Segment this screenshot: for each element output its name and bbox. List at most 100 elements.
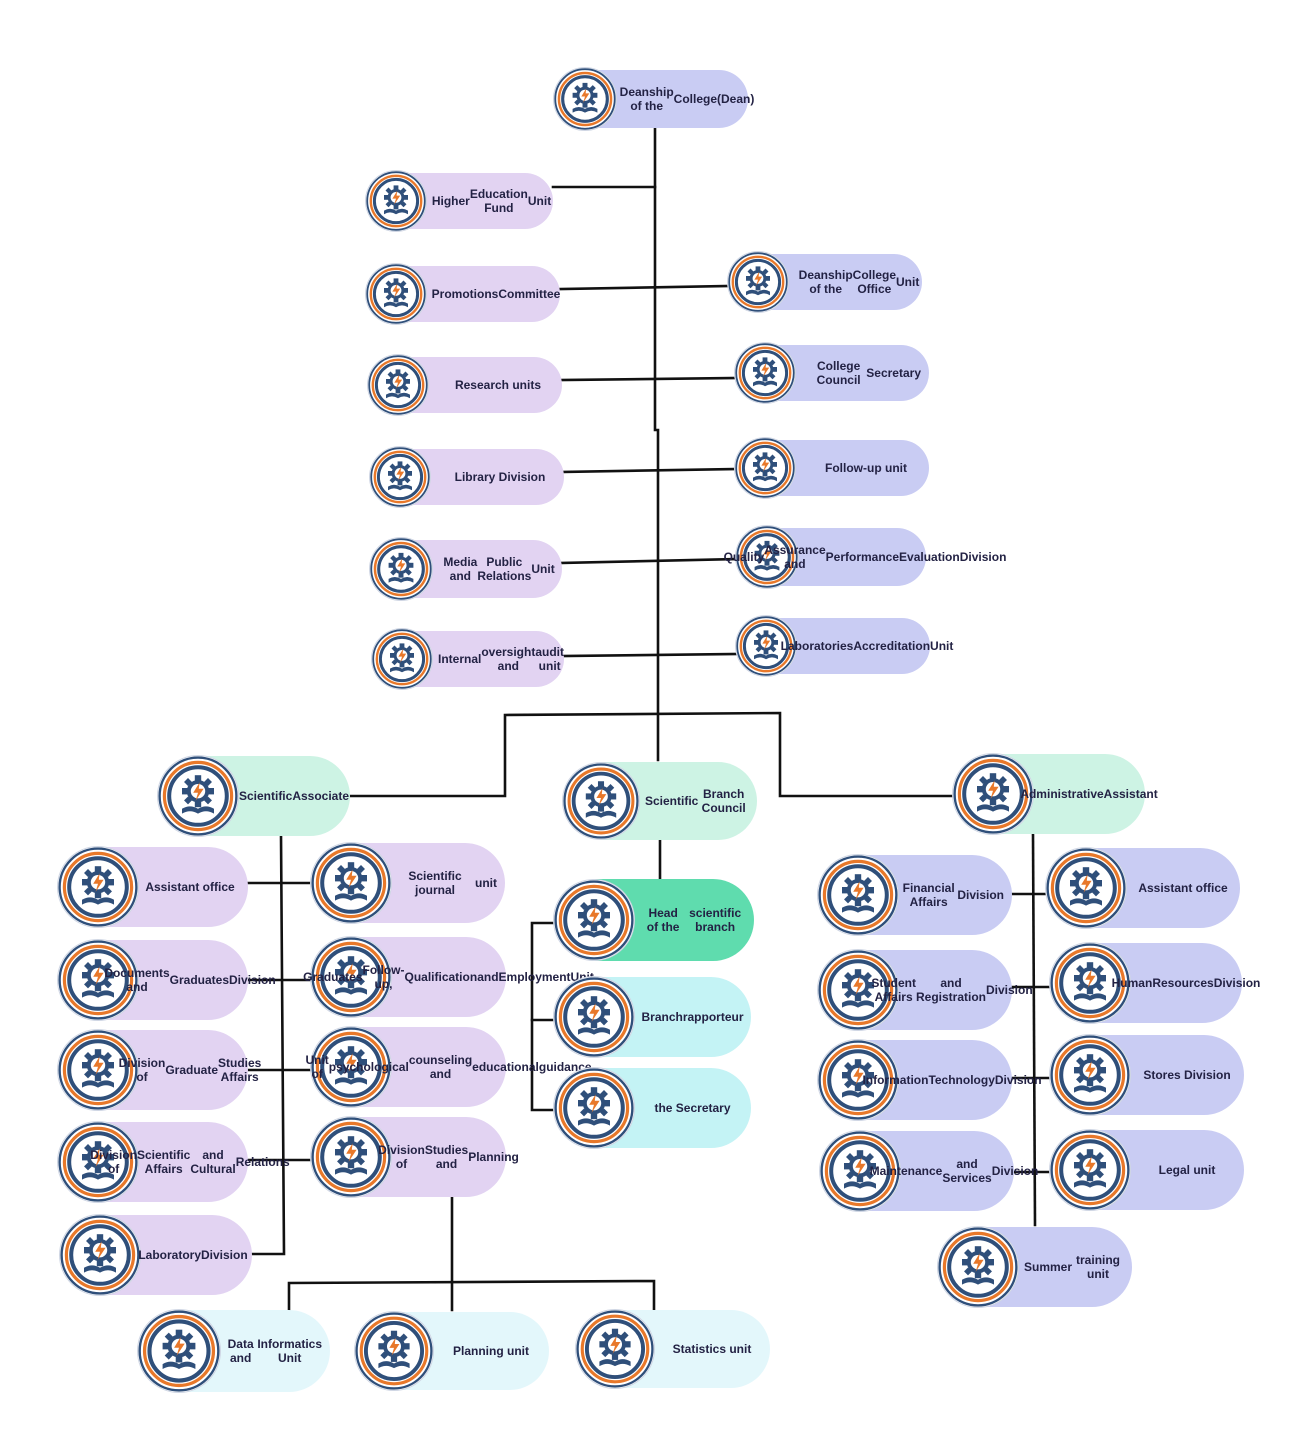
branch-bar <box>348 711 957 798</box>
node-label: Legal unit <box>1138 1130 1236 1210</box>
node-label-line: and Registration <box>915 976 986 1004</box>
node-label-line: Public Relations <box>477 555 532 583</box>
college-seal-icon <box>576 1310 654 1388</box>
node-library-division: Library Division <box>370 447 564 507</box>
college-seal-logo <box>368 355 428 415</box>
node-label-line: Unit of <box>305 1053 329 1081</box>
node-label-line: Quality <box>723 550 765 564</box>
college-seal-icon <box>735 343 795 403</box>
link-research-council <box>556 376 742 382</box>
node-label-line: Division <box>201 1248 248 1262</box>
college-seal-icon <box>311 937 391 1017</box>
node-label-line: Scientific <box>238 789 293 803</box>
node-label-line: Associate <box>292 789 350 803</box>
node-statistics-unit: Statistics unit <box>576 1310 770 1388</box>
college-seal-logo <box>58 847 138 927</box>
node-label-line: Division <box>957 888 1004 902</box>
college-seal-logo <box>138 1310 220 1392</box>
node-label-line: Qualification <box>404 970 478 984</box>
node-label-line: Deanship of the <box>619 85 674 113</box>
college-seal-icon <box>1046 848 1126 928</box>
college-seal-logo <box>818 1040 898 1120</box>
node-label-line: Evaluation <box>899 550 960 564</box>
node-label-line: Maintenance <box>869 1164 943 1178</box>
node-label: Assistant office <box>1134 848 1232 928</box>
link-media-quality <box>556 557 742 565</box>
college-seal-icon <box>60 1215 140 1295</box>
node-label-line: Education Fund <box>469 187 528 215</box>
node-label-line: Data and <box>227 1337 254 1365</box>
college-seal-logo <box>576 1310 654 1388</box>
link-oversight-labs <box>558 652 742 658</box>
sp-bar <box>287 1279 656 1322</box>
college-seal-icon <box>355 1312 433 1390</box>
college-seal-icon <box>138 1310 220 1392</box>
node-label-line: Accreditation <box>853 639 931 653</box>
college-seal-icon <box>818 950 898 1030</box>
college-seal-icon <box>554 1068 634 1148</box>
node-label-line: Assistant office <box>145 880 235 894</box>
college-seal-icon <box>366 171 426 231</box>
node-label-line: Laboratories <box>780 639 854 653</box>
college-seal-icon <box>554 977 634 1057</box>
node-label: Library Division <box>444 449 556 505</box>
node-label-line: Division <box>959 550 1007 564</box>
node-label-line: Stores Division <box>1143 1068 1231 1082</box>
college-seal-icon <box>58 847 138 927</box>
link-library-followup <box>556 467 742 474</box>
college-seal-logo <box>736 526 798 588</box>
node-label-line: Higher <box>431 194 470 208</box>
node-label-line: Employment <box>498 970 571 984</box>
college-seal-icon <box>1050 1035 1130 1115</box>
college-seal-logo <box>311 937 391 1017</box>
node-label-line: Studies and <box>424 1143 469 1171</box>
node-label-line: Administrative <box>1020 787 1104 801</box>
college-seal-icon <box>554 68 616 130</box>
node-label: Follow-up unit <box>811 440 921 496</box>
node-label-line: Assistant <box>1103 787 1158 801</box>
node-label-line: educational <box>472 1060 539 1074</box>
college-seal-logo <box>1050 943 1130 1023</box>
college-seal-logo <box>311 1027 391 1107</box>
college-seal-logo <box>728 252 788 312</box>
node-label-line: Division <box>991 1164 1039 1178</box>
node-label-line: Division <box>986 983 1033 997</box>
college-seal-logo <box>953 754 1033 834</box>
node-label-line: and <box>477 970 499 984</box>
node-label-line: Performance <box>825 550 900 564</box>
college-seal-logo <box>58 1030 138 1110</box>
sa-spine <box>250 833 286 1256</box>
college-seal-logo <box>554 977 634 1057</box>
node-label: Statistics unit <box>662 1310 762 1388</box>
node-label-line: Division <box>994 1073 1042 1087</box>
node-label-line: Follow-up, <box>362 963 405 991</box>
node-label-line: Head of the <box>646 906 680 934</box>
college-seal-icon <box>736 616 796 676</box>
node-label-line: Division <box>229 973 276 987</box>
main-spine-line <box>653 126 660 762</box>
node-label-line: Resources <box>1152 976 1214 990</box>
